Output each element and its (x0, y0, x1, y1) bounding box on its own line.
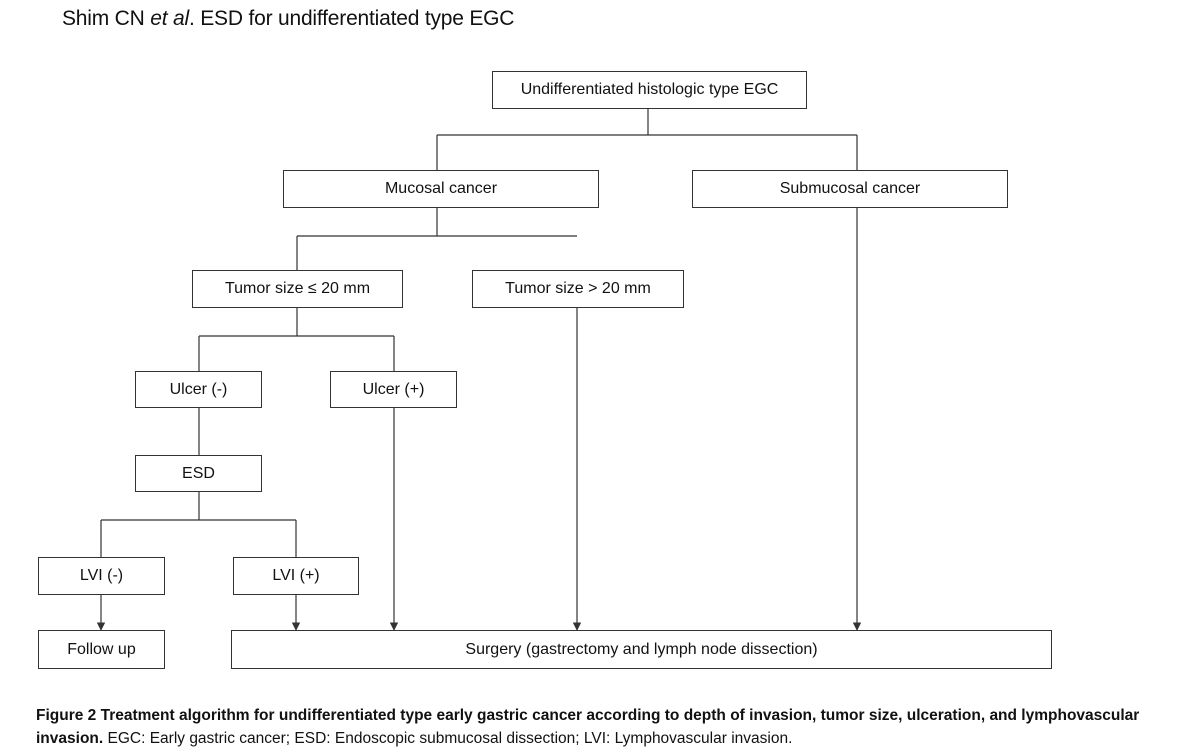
node-ulcer-positive: Ulcer (+) (330, 371, 457, 408)
node-tumor-large: Tumor size > 20 mm (472, 270, 684, 308)
connector-tumor-split (198, 308, 395, 371)
node-tumor-small: Tumor size ≤ 20 mm (192, 270, 403, 308)
node-lvi-positive: LVI (+) (233, 557, 359, 595)
figure-caption: Figure 2 Treatment algorithm for undiffe… (36, 704, 1166, 750)
node-submucosal-cancer: Submucosal cancer (692, 170, 1008, 208)
connector-mucosal-split (296, 208, 577, 270)
caption-label: Figure 2 Treatment algorithm for undiffe… (36, 707, 1140, 747)
caption-text: EGC: Early gastric cancer; ESD: Endoscop… (103, 730, 793, 747)
node-follow-up: Follow up (38, 630, 165, 669)
node-tumor-large-label: Tumor size > 20 mm (505, 280, 651, 297)
node-ulcer-negative: Ulcer (-) (135, 371, 262, 408)
node-root: Undifferentiated histologic type EGC (492, 71, 807, 109)
node-submucosal-label: Submucosal cancer (779, 180, 921, 197)
node-root-label: Undifferentiated histologic type EGC (520, 81, 779, 98)
header-etal: et al (150, 7, 189, 30)
connector-root-split (436, 108, 858, 170)
node-surgery-label: Surgery (gastrectomy and lymph node diss… (465, 640, 818, 658)
node-tumor-small-label: Tumor size ≤ 20 mm (224, 280, 371, 297)
node-ulcer-positive-label: Ulcer (+) (362, 380, 425, 398)
header-authors: Shim CN (62, 7, 145, 30)
node-surgery: Surgery (gastrectomy and lymph node diss… (231, 630, 1052, 669)
node-esd: ESD (135, 455, 262, 492)
header-dot: . (188, 7, 195, 30)
node-lvi-positive-label: LVI (+) (272, 567, 320, 584)
node-lvi-negative: LVI (-) (38, 557, 165, 595)
node-mucosal-cancer: Mucosal cancer (283, 170, 599, 208)
running-header: Shim CN et al. ESD for undifferentiated … (62, 7, 514, 31)
connector-esd-split (100, 492, 297, 557)
node-mucosal-label: Mucosal cancer (384, 180, 498, 197)
header-title: ESD for undifferentiated type EGC (194, 7, 515, 30)
node-esd-label: ESD (182, 464, 215, 482)
node-follow-up-label: Follow up (67, 640, 136, 658)
node-lvi-negative-label: LVI (-) (79, 567, 124, 584)
node-ulcer-negative-label: Ulcer (-) (169, 380, 228, 398)
